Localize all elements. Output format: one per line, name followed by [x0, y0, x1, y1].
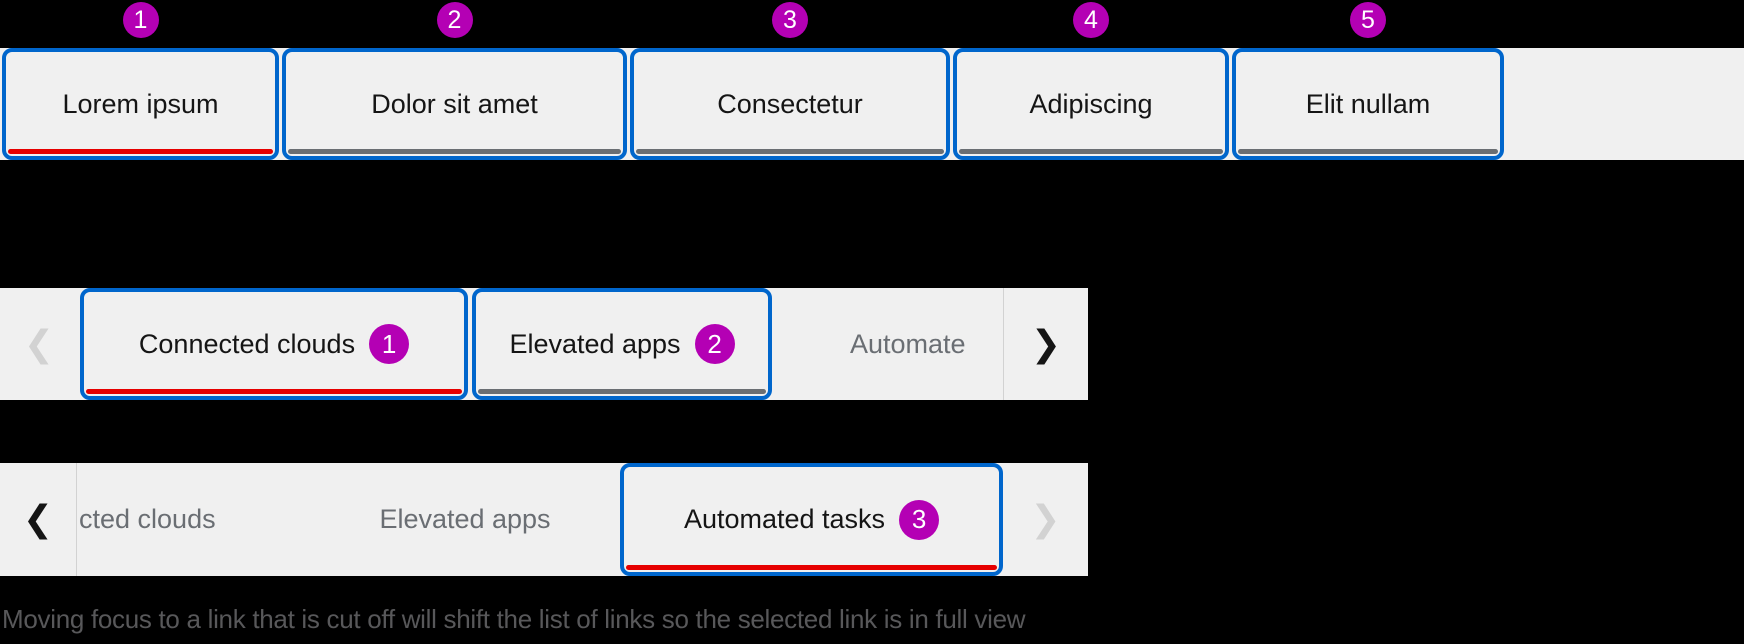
chevron-left-icon: ❮: [22, 499, 54, 540]
annotation-badge-5: 5: [1350, 2, 1386, 38]
tab-label: Automated tasks: [683, 504, 886, 534]
tab-label: cted clouds: [79, 504, 216, 534]
chevron-right-icon: ❯: [1030, 323, 1062, 365]
tab-label: Adipiscing: [1029, 88, 1153, 119]
tab-label: Connected clouds: [138, 328, 356, 359]
tab-connected-clouds[interactable]: Connected clouds 1: [80, 288, 468, 400]
selected-tab-indicator: [8, 149, 273, 154]
annotation-badges-row: 1 2 3 4 5: [2, 2, 1504, 38]
chevron-right-icon: ❯: [1030, 499, 1061, 540]
tab-adipiscing[interactable]: Adipiscing: [953, 48, 1229, 160]
scroll-right-button[interactable]: ❯: [1003, 288, 1088, 400]
tab-connected-clouds-truncated[interactable]: cted clouds: [77, 463, 310, 576]
tab-automated-tasks[interactable]: Automated tasks 3: [620, 463, 1003, 576]
annotation-badge-2: 2: [694, 324, 735, 364]
scrollable-tab-bar-initial: ❮ Connected clouds 1 Elevated apps 2 Aut…: [0, 288, 1088, 400]
tab-dolor-sit-amet[interactable]: Dolor sit amet: [282, 48, 627, 160]
scrollable-tab-bar-shifted: ❮ cted clouds Elevated apps Automated ta…: [0, 463, 1088, 576]
annotation-badge-4: 4: [1073, 2, 1109, 38]
tab-label: Automate: [850, 328, 966, 359]
tab-elit-nullam[interactable]: Elit nullam: [1232, 48, 1504, 160]
selected-tab-indicator: [86, 389, 462, 394]
annotation-badge-2: 2: [436, 2, 473, 38]
tab-lorem-ipsum[interactable]: Lorem ipsum: [2, 48, 279, 160]
annotation-badge-3: 3: [899, 499, 940, 540]
scroll-left-button[interactable]: ❮: [0, 288, 78, 400]
tab-consectetur[interactable]: Consectetur: [630, 48, 950, 160]
inactive-tab-underline: [1238, 149, 1498, 154]
annotation-badge-1: 1: [369, 324, 410, 364]
tab-elevated-apps[interactable]: Elevated apps: [310, 463, 620, 576]
scroll-left-button[interactable]: ❮: [0, 463, 77, 576]
annotation-badge-1: 1: [122, 2, 159, 38]
tab-label: Lorem ipsum: [62, 88, 219, 119]
caption-text: Moving focus to a link that is cut off w…: [2, 604, 1026, 634]
chevron-left-icon: ❮: [23, 323, 55, 365]
main-tab-bar: Lorem ipsum Dolor sit amet Consectetur A…: [0, 48, 1744, 160]
tab-label: Elit nullam: [1305, 88, 1431, 119]
inactive-tab-underline: [636, 149, 944, 154]
tab-label: Elevated apps: [509, 328, 681, 359]
tab-label: Elevated apps: [379, 504, 551, 534]
tab-label: Consectetur: [717, 88, 863, 119]
tab-elevated-apps[interactable]: Elevated apps 2: [472, 288, 772, 400]
tab-label: Dolor sit amet: [371, 88, 538, 119]
selected-tab-indicator: [626, 565, 997, 570]
annotation-badge-3: 3: [772, 2, 808, 38]
inactive-tab-underline: [959, 149, 1223, 154]
scroll-right-button[interactable]: ❯: [1003, 463, 1088, 576]
tab-automated-tasks-truncated[interactable]: Automate: [772, 288, 1003, 400]
inactive-tab-underline: [288, 149, 621, 154]
inactive-tab-underline: [478, 389, 766, 394]
